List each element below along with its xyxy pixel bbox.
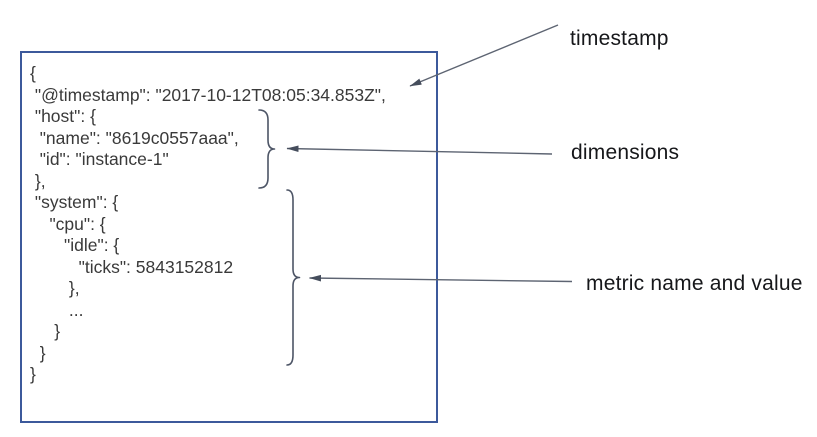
metric-name-and-value-label: metric name and value (586, 272, 803, 295)
dimensions-label: dimensions (571, 141, 680, 164)
json-document-box: { "@timestamp": "2017-10-12T08:05:34.853… (20, 51, 438, 423)
timestamp-label: timestamp (570, 27, 669, 50)
json-code: { "@timestamp": "2017-10-12T08:05:34.853… (30, 63, 386, 384)
